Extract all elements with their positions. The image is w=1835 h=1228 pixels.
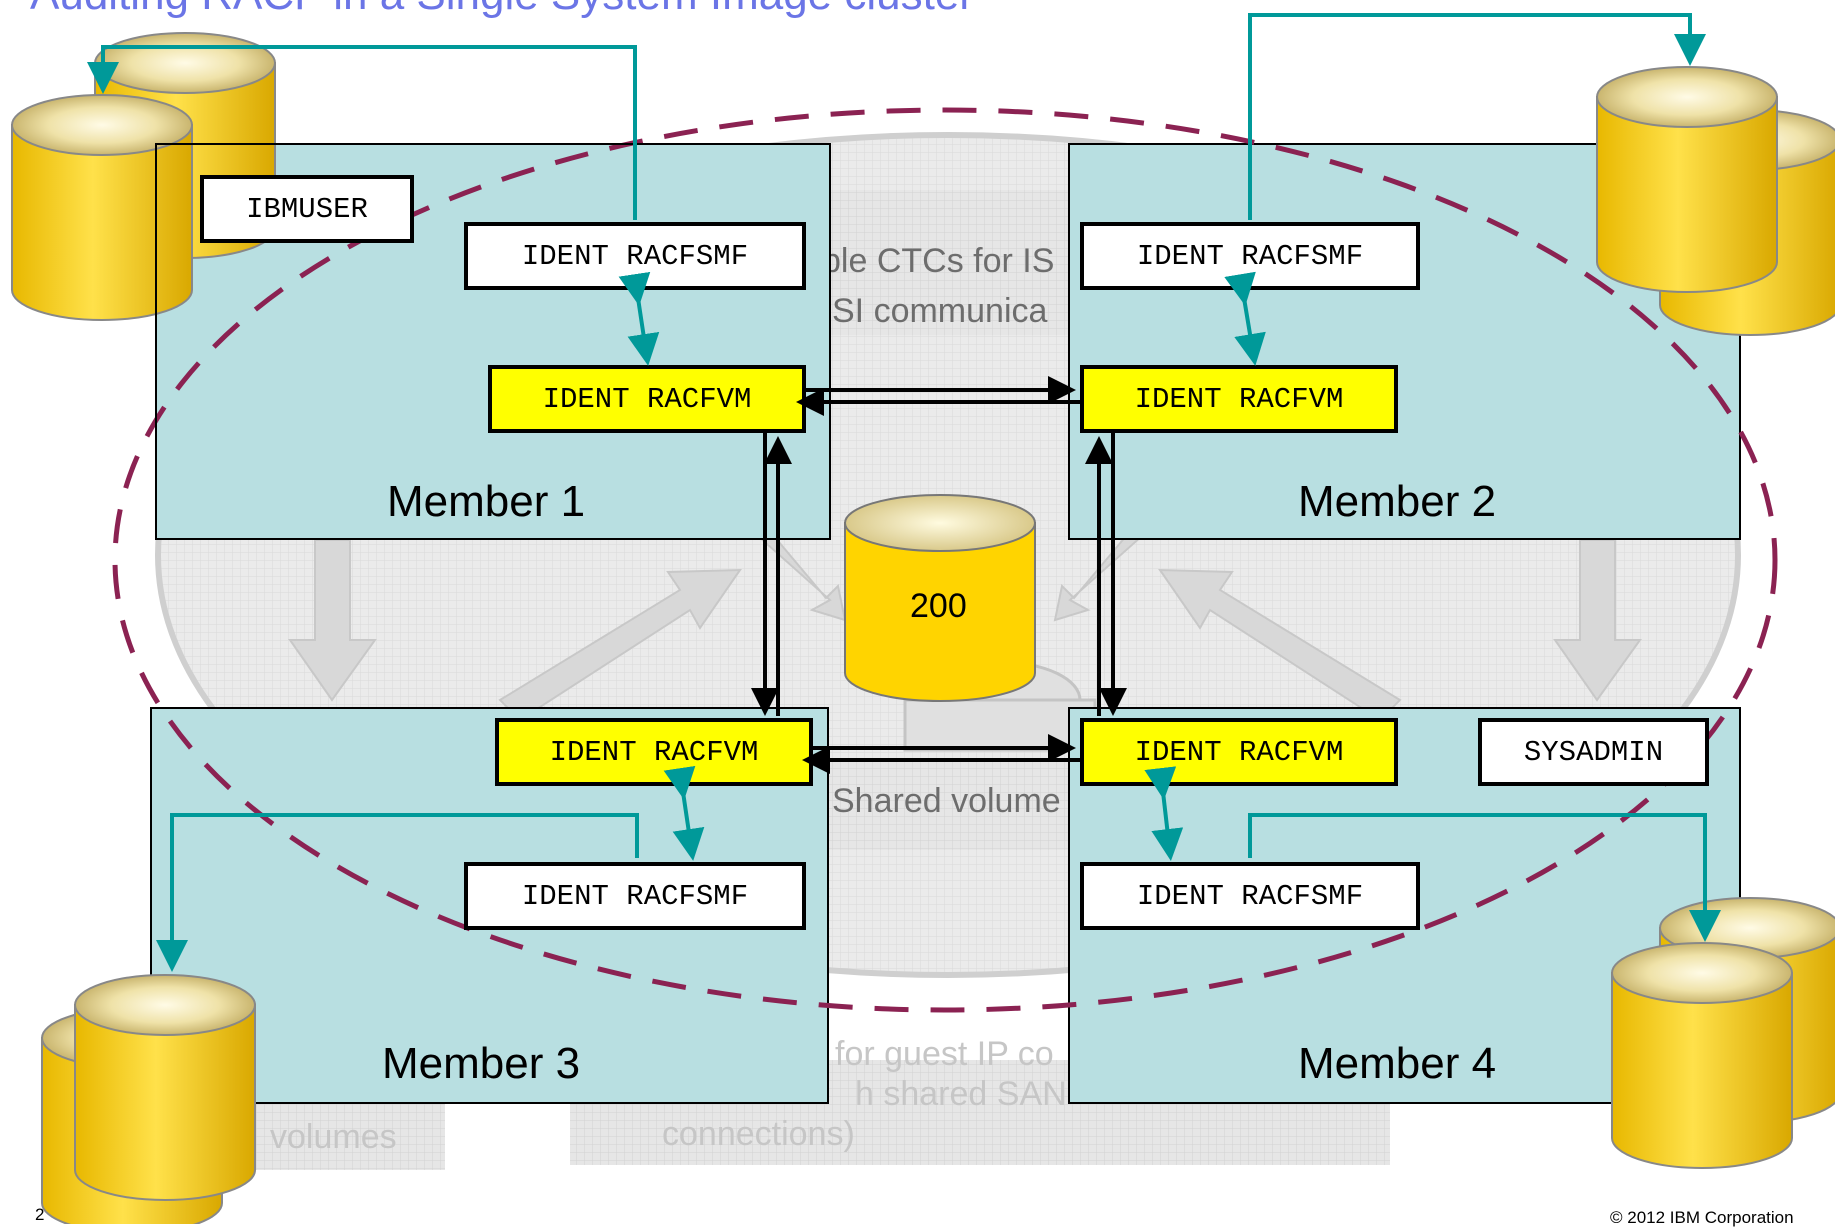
ibmuser-box: IBMUSER: [200, 175, 414, 243]
member-1-racfvm-box: IDENT RACFVM: [488, 365, 806, 433]
member-1-racfsmf-box: IDENT RACFSMF: [464, 222, 806, 290]
page-number: 2: [35, 1205, 44, 1225]
member-3-racfvm-box: IDENT RACFVM: [495, 718, 813, 786]
member-4-racfsmf-box: IDENT RACFSMF: [1080, 862, 1420, 930]
member-2-racfvm-box: IDENT RACFVM: [1080, 365, 1398, 433]
sysadmin-box: SYSADMIN: [1478, 718, 1709, 786]
member-2-racfsmf-box: IDENT RACFSMF: [1080, 222, 1420, 290]
member-4-racfvm-box: IDENT RACFVM: [1080, 718, 1398, 786]
member-3-racfsmf-box: IDENT RACFSMF: [464, 862, 806, 930]
copyright: © 2012 IBM Corporation: [1610, 1208, 1794, 1228]
